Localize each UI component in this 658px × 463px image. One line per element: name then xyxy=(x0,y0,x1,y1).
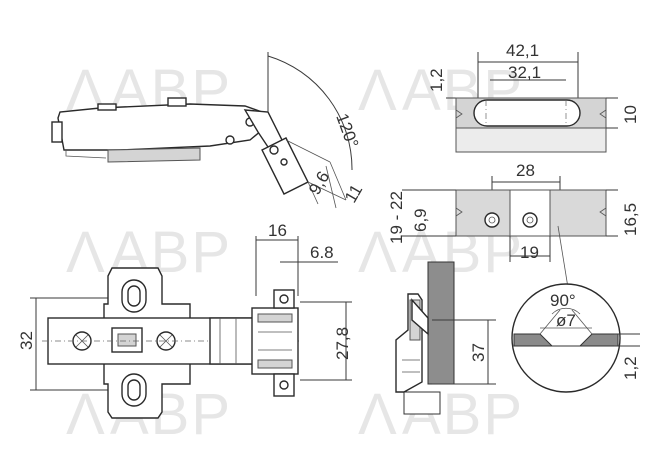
arm-clip xyxy=(167,97,187,107)
boring-distance-label: 28 xyxy=(516,161,535,180)
cup-offset-label: 19 xyxy=(520,243,539,262)
screw-diameter-label: ø7 xyxy=(556,311,576,330)
hinge-width-small-label: 6.8 xyxy=(310,243,334,262)
plate-slot xyxy=(473,99,581,127)
watermark-mark: Λ xyxy=(66,220,107,285)
plate-height-label: 10 xyxy=(621,105,640,124)
overlay-range-label: 19 - 22 xyxy=(387,191,406,244)
arm-clip xyxy=(97,103,117,111)
cup-pin-icon xyxy=(280,158,288,166)
cup-screw-icon xyxy=(279,380,289,390)
hinge-arm-end xyxy=(51,121,63,143)
watermarks: Λ ABP Λ ABP Λ ABP Λ ABP Λ ABP Λ ABP xyxy=(66,58,522,447)
countersink-depth-label: 1,2 xyxy=(621,356,640,380)
watermark-mark: Λ xyxy=(66,382,107,447)
detail-circle xyxy=(511,283,621,393)
door-section xyxy=(427,261,455,385)
hinge-length-label: 16 xyxy=(268,221,287,240)
arm-offset-b-label: 11 xyxy=(341,181,366,206)
pivot-pin-icon xyxy=(225,135,235,145)
countersink-detail: 90° ø7 1,2 xyxy=(511,283,640,393)
mounting-plate-view: 42,1 32,1 1,2 10 xyxy=(427,41,640,153)
hinge-cup xyxy=(261,137,309,195)
plate-width-inner-label: 32,1 xyxy=(508,63,541,82)
cup-screw-icon xyxy=(279,294,289,304)
overlay-min-label: 6,9 xyxy=(411,208,430,232)
watermark-mark: Λ xyxy=(358,220,399,285)
plate-width-outer-label: 42,1 xyxy=(506,41,539,60)
hinge-section-view: 37 xyxy=(395,261,496,415)
screw-hole-icon xyxy=(522,212,538,228)
hinge-height-inner-label: 27,8 xyxy=(333,327,352,360)
front-link xyxy=(209,317,259,365)
watermark-mark: Λ xyxy=(358,58,399,123)
arm-offset-a-label: 9,6 xyxy=(305,168,333,198)
cup-depth-label: 37 xyxy=(469,343,488,362)
countersink-angle-label: 90° xyxy=(550,291,576,310)
door-boring-view: 28 19 19 - 22 6,9 16,5 xyxy=(387,161,640,301)
hinge-side-view: 120° 9,6 11 xyxy=(51,52,366,209)
plate-base xyxy=(455,127,607,153)
watermark-mark: Λ xyxy=(358,382,399,447)
mounting-plate xyxy=(107,147,201,163)
hinge-front-view: 16 6.8 32 27,8 xyxy=(17,221,352,419)
door-depth-label: 16,5 xyxy=(621,203,640,236)
plate-offset-label: 1,2 xyxy=(427,68,446,92)
screw-hole-icon xyxy=(484,212,500,228)
cup-pin-icon xyxy=(269,145,279,155)
hinge-height-outer-label: 32 xyxy=(17,331,36,350)
